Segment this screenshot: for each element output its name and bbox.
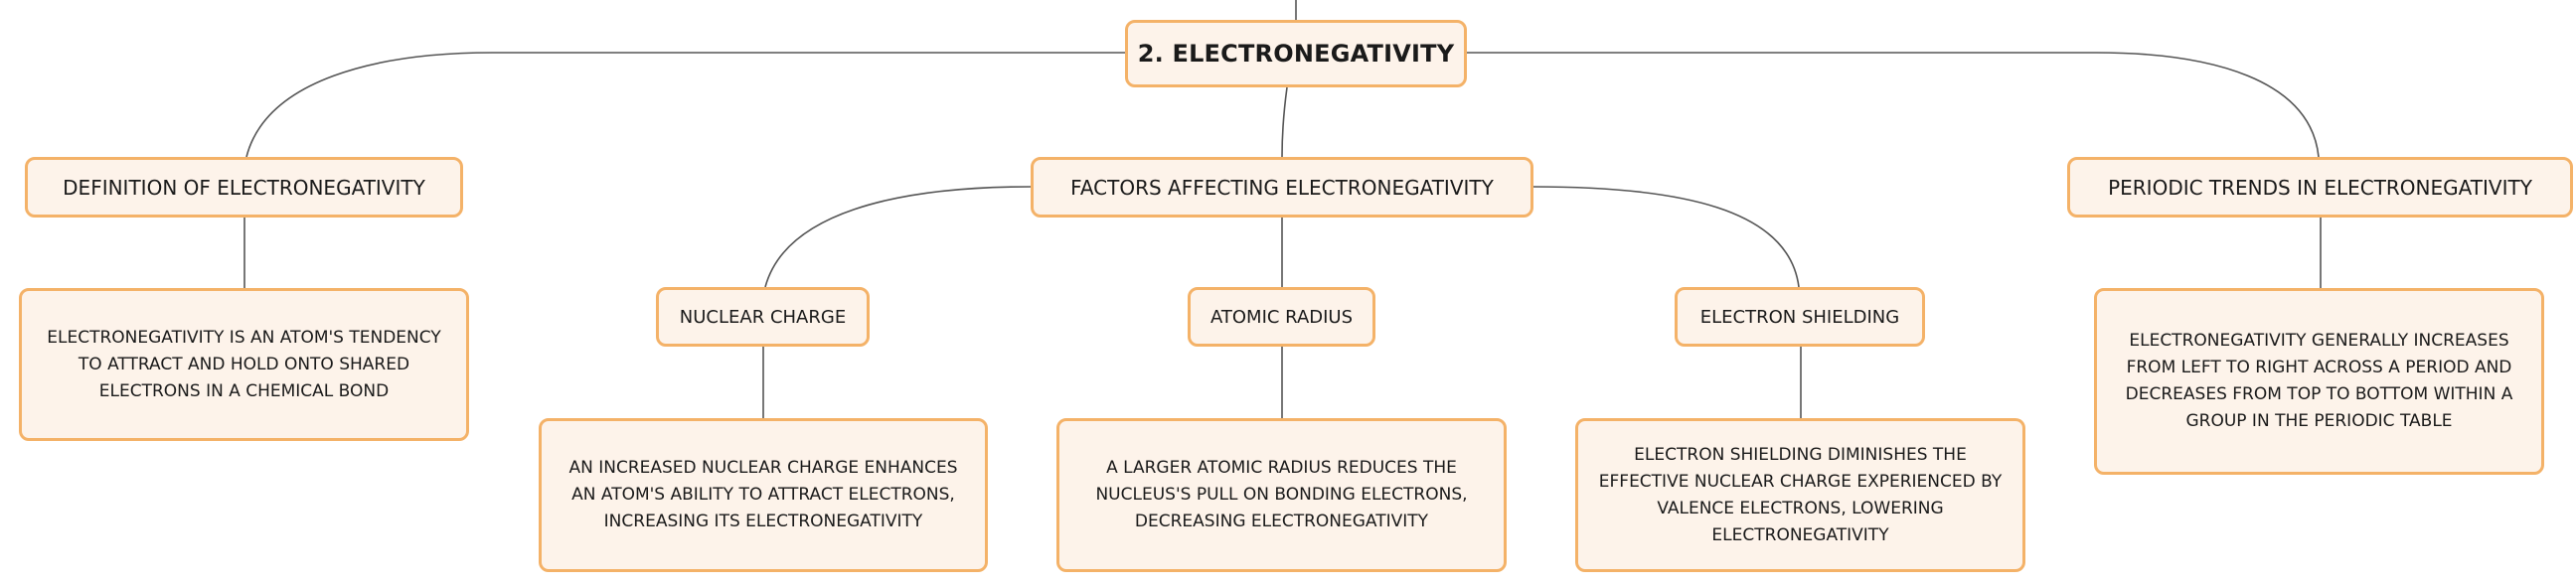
subtopic-atomic-radius-label: ATOMIC RADIUS: [1209, 306, 1354, 328]
note-periodic-trends[interactable]: ELECTRONEGATIVITY GENERALLY INCREASES FR…: [2094, 288, 2544, 475]
note-nuclear-charge[interactable]: AN INCREASED NUCLEAR CHARGE ENHANCES AN …: [539, 418, 988, 572]
subtopic-nuclear-charge[interactable]: NUCLEAR CHARGE: [656, 287, 870, 347]
subtopic-nuclear-charge-label: NUCLEAR CHARGE: [679, 306, 847, 328]
topic-periodic-trends-label: PERIODIC TRENDS IN ELECTRONEGATIVITY: [2108, 175, 2532, 200]
connector-factors-to-shielding: [1532, 186, 1800, 288]
connector-root-to-factors: [1281, 86, 1288, 158]
subtopic-atomic-radius[interactable]: ATOMIC RADIUS: [1188, 287, 1375, 347]
connector-root-to-definition: [245, 52, 1125, 158]
topic-factors-label: FACTORS AFFECTING ELECTRONEGATIVITY: [1070, 175, 1494, 200]
connector-factors-to-nuclear: [764, 186, 1032, 288]
note-atomic-radius[interactable]: A LARGER ATOMIC RADIUS REDUCES THE NUCLE…: [1056, 418, 1507, 572]
note-atomic-radius-text: A LARGER ATOMIC RADIUS REDUCES THE NUCLE…: [1095, 458, 1468, 531]
topic-definition[interactable]: DEFINITION OF ELECTRONEGATIVITY: [25, 157, 463, 218]
note-periodic-trends-text: ELECTRONEGATIVITY GENERALLY INCREASES FR…: [2125, 331, 2513, 431]
subtopic-electron-shielding-label: ELECTRON SHIELDING: [1699, 306, 1900, 328]
note-definition-text: ELECTRONEGATIVITY IS AN ATOM'S TENDENCY …: [47, 327, 441, 401]
topic-definition-label: DEFINITION OF ELECTRONEGATIVITY: [63, 175, 425, 200]
note-definition[interactable]: ELECTRONEGATIVITY IS AN ATOM'S TENDENCY …: [19, 288, 469, 441]
root-topic[interactable]: 2. ELECTRONEGATIVITY: [1125, 20, 1467, 87]
root-topic-label: 2. ELECTRONEGATIVITY: [1137, 40, 1455, 68]
connector-root-to-trends: [1465, 52, 2320, 158]
topic-periodic-trends[interactable]: PERIODIC TRENDS IN ELECTRONEGATIVITY: [2067, 157, 2573, 218]
topic-factors[interactable]: FACTORS AFFECTING ELECTRONEGATIVITY: [1031, 157, 1533, 218]
note-electron-shielding[interactable]: ELECTRON SHIELDING DIMINISHES THE EFFECT…: [1575, 418, 2025, 572]
subtopic-electron-shielding[interactable]: ELECTRON SHIELDING: [1675, 287, 1925, 347]
note-electron-shielding-text: ELECTRON SHIELDING DIMINISHES THE EFFECT…: [1598, 444, 2003, 545]
note-nuclear-charge-text: AN INCREASED NUCLEAR CHARGE ENHANCES AN …: [568, 458, 958, 531]
